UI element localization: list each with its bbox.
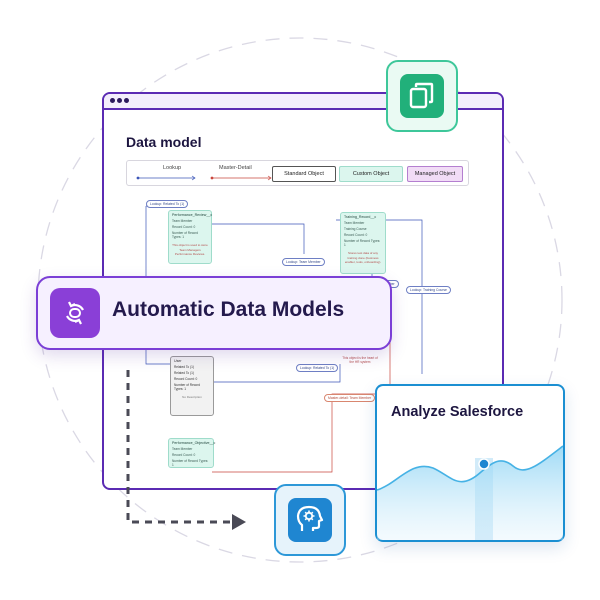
diagram-legend: Lookup Master-Detail Standard Object Cus… bbox=[126, 160, 469, 186]
relation-tag: Lookup: Related To (1) bbox=[146, 200, 189, 208]
card-field: Related To (1) bbox=[174, 365, 194, 369]
card-title: Performance_Review__c bbox=[172, 213, 213, 217]
diagram-side-note: This object is the heart of the HR syste… bbox=[342, 356, 378, 364]
card-field: Team Member bbox=[172, 219, 193, 223]
copy-documents-icon-tile bbox=[386, 60, 458, 132]
card-field: Record Count: 0 bbox=[172, 225, 196, 229]
card-field: Team Member bbox=[344, 221, 365, 225]
legend-master-detail-label: Master-Detail bbox=[219, 165, 252, 171]
analyze-title: Analyze Salesforce bbox=[391, 404, 524, 420]
relation-tag: Master-detail: Team Member bbox=[324, 394, 376, 402]
head-gear-icon-tile bbox=[274, 484, 346, 556]
banner-label: Automatic Data Models bbox=[112, 298, 345, 321]
legend-custom-object: Custom Object bbox=[339, 166, 403, 182]
object-card[interactable]: Performance_Review__c Team Member Record… bbox=[168, 210, 212, 264]
head-gear-icon bbox=[288, 498, 332, 542]
card-field: Related To (1) bbox=[174, 371, 194, 375]
dashed-arrow bbox=[126, 370, 246, 530]
object-card[interactable]: User Related To (1) Related To (1) Recor… bbox=[170, 356, 214, 416]
link-sync-icon bbox=[50, 288, 100, 338]
card-title: Performance_Objective__c bbox=[172, 441, 216, 445]
card-field: Number of Record Types: 1 bbox=[172, 459, 209, 467]
card-title: User bbox=[174, 359, 182, 363]
legend-lines bbox=[136, 175, 272, 181]
object-card[interactable]: Training_Record__c Team Member Training … bbox=[340, 212, 386, 274]
legend-standard-object: Standard Object bbox=[272, 166, 336, 182]
card-note: No Description bbox=[182, 395, 202, 399]
card-field: Number of Record Types: 1 bbox=[172, 231, 199, 239]
window-dot bbox=[110, 98, 115, 103]
window-dot bbox=[117, 98, 122, 103]
automatic-data-models-banner: Automatic Data Models bbox=[36, 276, 392, 350]
card-field: Record Count: 0 bbox=[172, 453, 196, 457]
legend-managed-object: Managed Object bbox=[407, 166, 463, 182]
card-field: Number of Record Types: 1 bbox=[344, 239, 381, 247]
analyze-salesforce-card: Analyze Salesforce bbox=[375, 384, 565, 542]
relation-tag: Lookup: Related To (1) bbox=[296, 364, 339, 372]
area-sparkline bbox=[377, 445, 563, 540]
page-title: Data model bbox=[126, 134, 202, 150]
copy-documents-icon bbox=[400, 74, 444, 118]
card-field: Number of Record Types: 1 bbox=[174, 383, 201, 391]
card-field: Team Member bbox=[172, 447, 193, 451]
relation-tag: Lookup: Team Member bbox=[282, 258, 325, 266]
card-field: Record Count: 0 bbox=[174, 377, 198, 381]
object-card[interactable]: Performance_Objective__c Team Member Rec… bbox=[168, 438, 216, 468]
card-title: Training_Record__c bbox=[344, 215, 377, 219]
card-note: Stores test data of any training done (b… bbox=[344, 251, 382, 264]
card-note: This object is used to store Team Manage… bbox=[172, 243, 208, 256]
card-field: Training Course bbox=[344, 227, 367, 231]
legend-lookup-label: Lookup bbox=[163, 165, 182, 171]
relation-tag: Lookup: Training Course bbox=[406, 286, 451, 294]
window-dot bbox=[124, 98, 129, 103]
card-field: Record Count: 0 bbox=[344, 233, 368, 237]
